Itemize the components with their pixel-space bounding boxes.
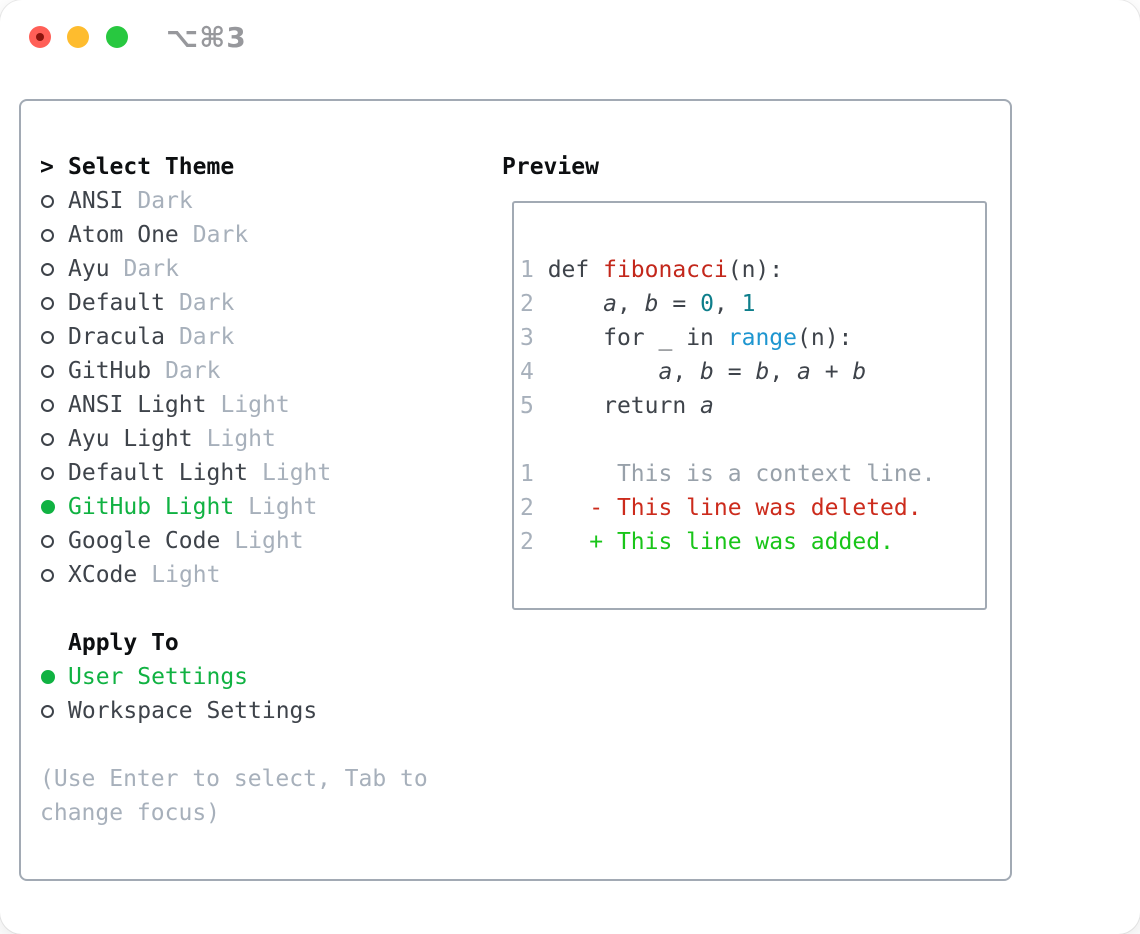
radio-cell bbox=[40, 432, 68, 446]
radio-icon bbox=[41, 432, 54, 446]
spacer bbox=[40, 592, 464, 626]
theme-option[interactable]: GitHub Light Light bbox=[40, 490, 464, 524]
keyboard-hint: (Use Enter to select, Tab to change focu… bbox=[40, 766, 428, 826]
theme-option-label: Default bbox=[68, 290, 165, 316]
radio-cell bbox=[40, 262, 68, 276]
radio-cell bbox=[40, 364, 68, 378]
radio-cell bbox=[40, 704, 68, 718]
selection-prompt: > bbox=[40, 154, 54, 180]
theme-option-label: Atom One bbox=[68, 222, 179, 248]
radio-icon bbox=[41, 194, 54, 208]
radio-cell bbox=[40, 296, 68, 310]
apply-to-option[interactable]: User Settings bbox=[40, 660, 464, 694]
theme-picker-panel: > Select Theme ANSI Dark Atom One Dark A… bbox=[19, 99, 1012, 881]
theme-option[interactable]: Google Code Light bbox=[40, 524, 464, 558]
theme-option-variant: Light bbox=[234, 528, 304, 554]
radio-icon bbox=[41, 330, 54, 344]
title-bar: ⌥⌘3 bbox=[0, 0, 1140, 74]
theme-option[interactable]: ANSI Light Light bbox=[40, 388, 464, 422]
radio-cell bbox=[40, 670, 68, 684]
apply-to-header: Apply To bbox=[68, 630, 179, 656]
radio-cell bbox=[40, 228, 68, 242]
theme-option-label: Dracula bbox=[68, 324, 165, 350]
theme-option[interactable]: ANSI Dark bbox=[40, 184, 464, 218]
theme-option-variant: Dark bbox=[123, 256, 179, 282]
radio-icon bbox=[41, 670, 55, 684]
theme-list: ANSI Dark Atom One Dark Ayu Dark Default… bbox=[40, 184, 464, 592]
radio-icon bbox=[41, 500, 55, 514]
radio-icon bbox=[41, 228, 54, 242]
close-button[interactable] bbox=[29, 26, 51, 48]
radio-cell bbox=[40, 500, 68, 514]
radio-cell bbox=[40, 398, 68, 412]
apply-to-option[interactable]: Workspace Settings bbox=[40, 694, 464, 728]
theme-option[interactable]: XCode Light bbox=[40, 558, 464, 592]
radio-icon bbox=[41, 466, 54, 480]
theme-option-label: ANSI Light bbox=[68, 392, 207, 418]
theme-list-header-row: > Select Theme bbox=[40, 150, 464, 184]
radio-icon bbox=[41, 704, 54, 718]
radio-icon bbox=[41, 364, 54, 378]
theme-list-header: Select Theme bbox=[68, 154, 235, 180]
theme-option-label: GitHub Light bbox=[68, 494, 235, 520]
theme-option[interactable]: Atom One Dark bbox=[40, 218, 464, 252]
minimize-button[interactable] bbox=[67, 26, 89, 48]
theme-option-label: Google Code bbox=[68, 528, 221, 554]
theme-option-variant: Dark bbox=[178, 324, 235, 350]
theme-option-variant: Dark bbox=[192, 222, 249, 248]
theme-option[interactable]: Ayu Light Light bbox=[40, 422, 464, 456]
apply-to-header-row: Apply To bbox=[40, 626, 464, 660]
theme-option-variant: Light bbox=[206, 426, 276, 452]
preview-header: Preview bbox=[502, 154, 599, 180]
theme-option-variant: Dark bbox=[137, 188, 193, 214]
theme-option-variant: Light bbox=[262, 460, 332, 486]
radio-icon bbox=[41, 296, 54, 310]
zoom-button[interactable] bbox=[106, 26, 128, 48]
theme-option-variant: Dark bbox=[165, 358, 221, 384]
radio-icon bbox=[41, 398, 54, 412]
spacer bbox=[40, 728, 464, 762]
radio-cell bbox=[40, 568, 68, 582]
radio-cell bbox=[40, 330, 68, 344]
theme-option[interactable]: GitHub Dark bbox=[40, 354, 464, 388]
theme-option-label: Ayu Light bbox=[68, 426, 193, 452]
theme-option-label: ANSI bbox=[68, 188, 124, 214]
theme-option-variant: Dark bbox=[178, 290, 235, 316]
apply-to-list: User Settings Workspace Settings bbox=[40, 660, 464, 728]
theme-option[interactable]: Default Light Light bbox=[40, 456, 464, 490]
window-title: ⌥⌘3 bbox=[166, 21, 247, 54]
apply-to-option-label: Workspace Settings bbox=[68, 698, 318, 724]
radio-icon bbox=[41, 534, 54, 548]
theme-option[interactable]: Dracula Dark bbox=[40, 320, 464, 354]
radio-icon bbox=[41, 568, 54, 582]
theme-option[interactable]: Default Dark bbox=[40, 286, 464, 320]
theme-option-label: Ayu bbox=[68, 256, 110, 282]
theme-option-label: GitHub bbox=[68, 358, 152, 384]
theme-option[interactable]: Ayu Dark bbox=[40, 252, 464, 286]
theme-option-variant: Light bbox=[151, 562, 221, 588]
apply-to-option-label: User Settings bbox=[68, 664, 249, 690]
theme-option-label: Default Light bbox=[68, 460, 249, 486]
theme-option-variant: Light bbox=[220, 392, 290, 418]
radio-icon bbox=[41, 262, 54, 276]
theme-option-variant: Light bbox=[248, 494, 318, 520]
radio-cell bbox=[40, 534, 68, 548]
radio-cell bbox=[40, 466, 68, 480]
theme-picker-left-column: > Select Theme ANSI Dark Atom One Dark A… bbox=[40, 150, 464, 830]
radio-cell bbox=[40, 194, 68, 208]
theme-option-label: XCode bbox=[68, 562, 138, 588]
